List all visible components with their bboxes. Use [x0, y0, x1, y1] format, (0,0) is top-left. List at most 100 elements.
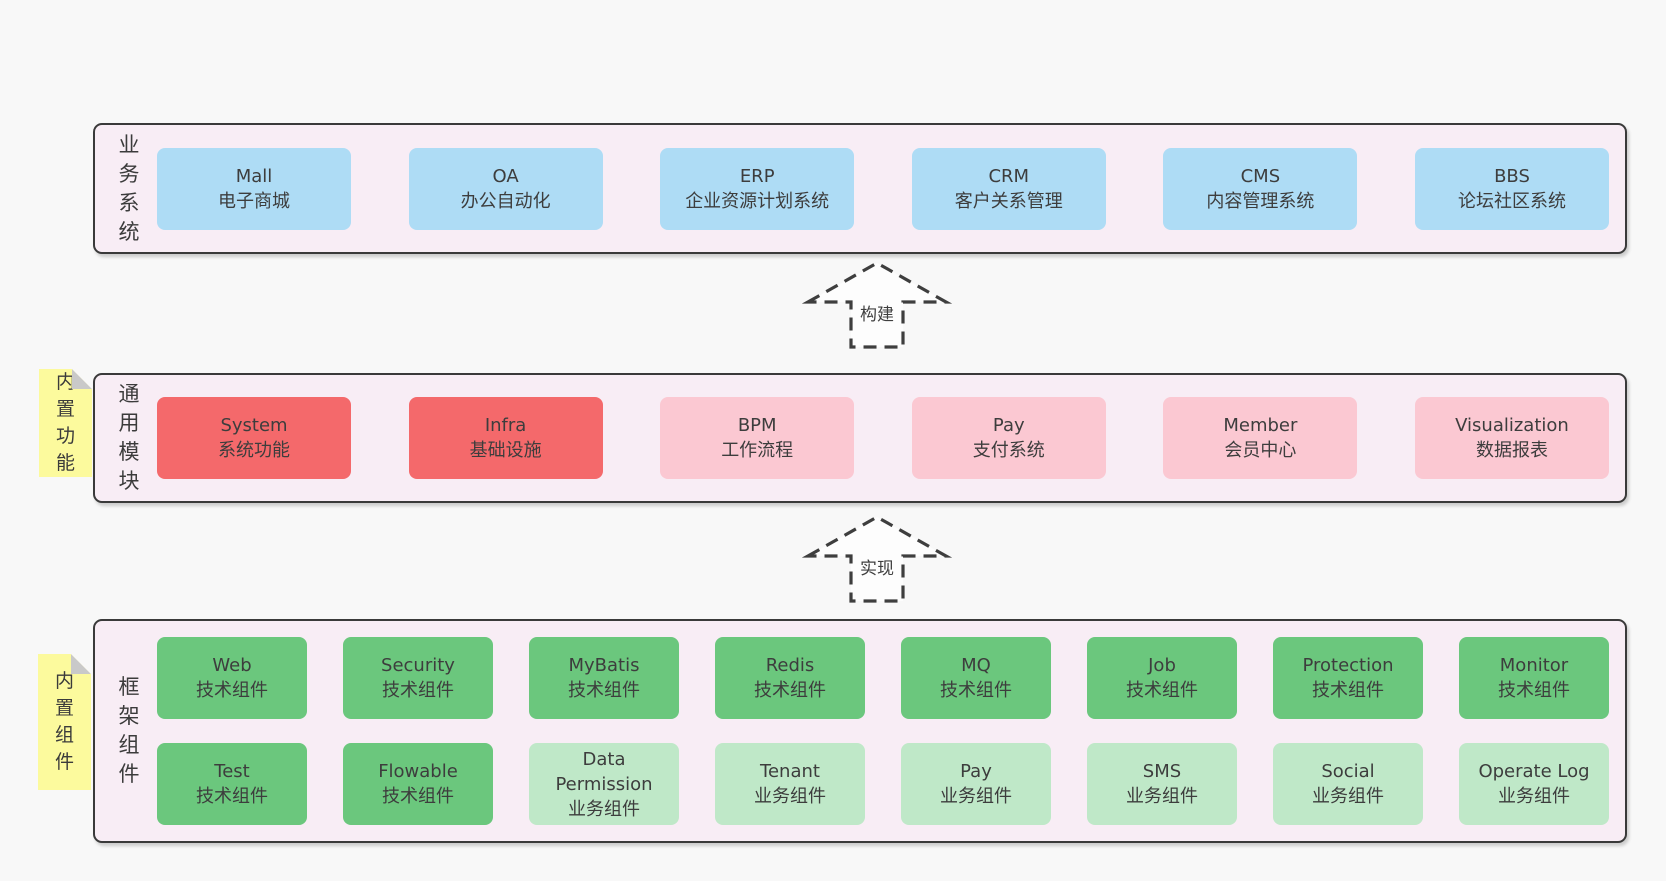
- node-cms-zh: 内容管理系统: [1206, 190, 1315, 212]
- node-oa: OA 办公自动化: [408, 147, 603, 230]
- node-bpm-en: BPM: [737, 415, 777, 436]
- build-arrow-label: 构建: [860, 305, 894, 325]
- node-crm: CRM 客户关系管理: [911, 147, 1106, 230]
- node-protection-en: Protection: [1302, 655, 1394, 676]
- layer-framework-components-label: 框架组件: [118, 675, 140, 786]
- node-operate-log-en: Operate Log: [1478, 761, 1590, 782]
- node-mq-zh: 技术组件: [940, 680, 1012, 701]
- layer-framework-components: 框架组件 Web 技术组件 Security 技术组件 MyBatis 技术组件…: [93, 619, 1627, 843]
- framework-components-rows: Web 技术组件 Security 技术组件 MyBatis 技术组件 Redi…: [157, 637, 1609, 825]
- node-mq: MQ 技术组件: [901, 637, 1051, 719]
- layer-business-systems: 业务系统 Mall 电子商城 OA 办公自动化 ERP 企业资源计划系统 CRM…: [93, 123, 1627, 254]
- layer-business-systems-label: 业务系统: [118, 132, 140, 244]
- node-security: Security 技术组件: [343, 637, 493, 719]
- note-built-in-components: 内置组件: [38, 654, 91, 790]
- node-operate-log-zh: 业务组件: [1498, 786, 1570, 807]
- node-visualization: Visualization 数据报表: [1414, 397, 1609, 479]
- node-visualization-zh: 数据报表: [1475, 440, 1548, 461]
- node-erp-en: ERP: [739, 165, 775, 187]
- node-job: Job 技术组件: [1087, 637, 1237, 719]
- node-social: Social 业务组件: [1273, 743, 1423, 825]
- node-job-en: Job: [1148, 655, 1176, 676]
- node-data-permission-en: Data Permission: [555, 748, 653, 795]
- framework-components-row-1: Web 技术组件 Security 技术组件 MyBatis 技术组件 Redi…: [157, 637, 1609, 719]
- node-monitor-en: Monitor: [1499, 655, 1569, 676]
- node-test-en: Test: [214, 761, 250, 782]
- note-built-in-features: 内置功能: [39, 369, 92, 477]
- node-redis-en: Redis: [765, 655, 815, 676]
- node-erp: ERP 企业资源计划系统: [660, 147, 855, 230]
- implement-arrow-label: 实现: [860, 559, 894, 579]
- business-systems-row: Mall 电子商城 OA 办公自动化 ERP 企业资源计划系统 CRM 客户关系…: [157, 147, 1609, 230]
- note-built-in-features-label: 内置功能: [55, 371, 75, 474]
- node-pay-component-zh: 业务组件: [940, 786, 1012, 807]
- common-modules-row: System 系统功能 Infra 基础设施 BPM 工作流程 Pay 支付系统…: [157, 397, 1609, 479]
- node-cms: CMS 内容管理系统: [1163, 147, 1358, 230]
- node-mybatis-zh: 技术组件: [568, 680, 640, 701]
- node-mall: Mall 电子商城: [157, 147, 351, 230]
- node-bbs-en: BBS: [1494, 165, 1530, 187]
- node-security-zh: 技术组件: [382, 680, 454, 701]
- node-bpm: BPM 工作流程: [660, 397, 855, 479]
- node-pay-component: Pay 业务组件: [901, 743, 1051, 825]
- node-data-permission-zh: 业务组件: [568, 798, 640, 820]
- node-flowable-zh: 技术组件: [382, 786, 454, 807]
- node-system: System 系统功能: [157, 397, 351, 479]
- build-arrow-icon: 构建: [802, 261, 952, 349]
- node-test: Test 技术组件: [157, 743, 307, 825]
- node-visualization-en: Visualization: [1455, 415, 1569, 436]
- node-monitor: Monitor 技术组件: [1459, 637, 1609, 719]
- node-infra-zh: 基础设施: [469, 440, 542, 461]
- node-bbs-zh: 论坛社区系统: [1457, 190, 1566, 212]
- node-infra-en: Infra: [484, 415, 527, 436]
- node-member-zh: 会员中心: [1224, 440, 1297, 461]
- node-monitor-zh: 技术组件: [1498, 680, 1570, 701]
- node-mybatis: MyBatis 技术组件: [529, 637, 679, 719]
- layer-common-modules-label: 通用模块: [118, 382, 140, 493]
- node-flowable-en: Flowable: [378, 761, 458, 782]
- node-test-zh: 技术组件: [196, 786, 268, 807]
- node-protection-zh: 技术组件: [1312, 680, 1384, 701]
- node-member: Member 会员中心: [1163, 397, 1358, 479]
- node-web-zh: 技术组件: [196, 680, 268, 701]
- node-web: Web 技术组件: [157, 637, 307, 719]
- node-crm-zh: 客户关系管理: [954, 190, 1063, 212]
- node-infra: Infra 基础设施: [408, 397, 603, 479]
- node-oa-en: OA: [492, 165, 519, 187]
- node-pay-component-en: Pay: [960, 761, 992, 782]
- node-redis-zh: 技术组件: [754, 680, 826, 701]
- node-crm-en: CRM: [988, 165, 1030, 187]
- node-redis: Redis 技术组件: [715, 637, 865, 719]
- node-pay-system-zh: 支付系统: [972, 440, 1045, 461]
- node-mall-zh: 电子商城: [218, 190, 290, 212]
- node-mq-en: MQ: [961, 655, 991, 676]
- node-tenant-en: Tenant: [760, 761, 820, 782]
- node-member-en: Member: [1223, 415, 1298, 436]
- node-social-en: Social: [1321, 761, 1375, 782]
- node-sms-zh: 业务组件: [1126, 786, 1198, 807]
- node-bpm-zh: 工作流程: [721, 440, 794, 461]
- node-tenant: Tenant 业务组件: [715, 743, 865, 825]
- node-erp-zh: 企业资源计划系统: [685, 190, 830, 212]
- node-pay-system: Pay 支付系统: [911, 397, 1106, 479]
- node-operate-log: Operate Log 业务组件: [1459, 743, 1609, 825]
- node-web-en: Web: [212, 655, 252, 676]
- node-oa-zh: 办公自动化: [460, 190, 551, 212]
- node-bbs: BBS 论坛社区系统: [1414, 147, 1609, 230]
- node-system-zh: 系统功能: [218, 440, 290, 461]
- implement-arrow-icon: 实现: [802, 515, 952, 603]
- node-sms-en: SMS: [1142, 761, 1182, 782]
- node-sms: SMS 业务组件: [1087, 743, 1237, 825]
- node-system-en: System: [220, 415, 288, 436]
- node-social-zh: 业务组件: [1312, 786, 1384, 807]
- node-mall-en: Mall: [235, 165, 273, 187]
- framework-components-row-2: Test 技术组件 Flowable 技术组件 Data Permission …: [157, 743, 1609, 825]
- node-data-permission: Data Permission 业务组件: [529, 743, 679, 825]
- layer-common-modules: 通用模块 System 系统功能 Infra 基础设施 BPM 工作流程 Pay…: [93, 373, 1627, 503]
- node-cms-en: CMS: [1240, 165, 1281, 187]
- node-job-zh: 技术组件: [1126, 680, 1198, 701]
- node-flowable: Flowable 技术组件: [343, 743, 493, 825]
- note-built-in-components-label: 内置组件: [54, 670, 74, 773]
- node-pay-system-en: Pay: [992, 415, 1025, 436]
- node-security-en: Security: [381, 655, 455, 676]
